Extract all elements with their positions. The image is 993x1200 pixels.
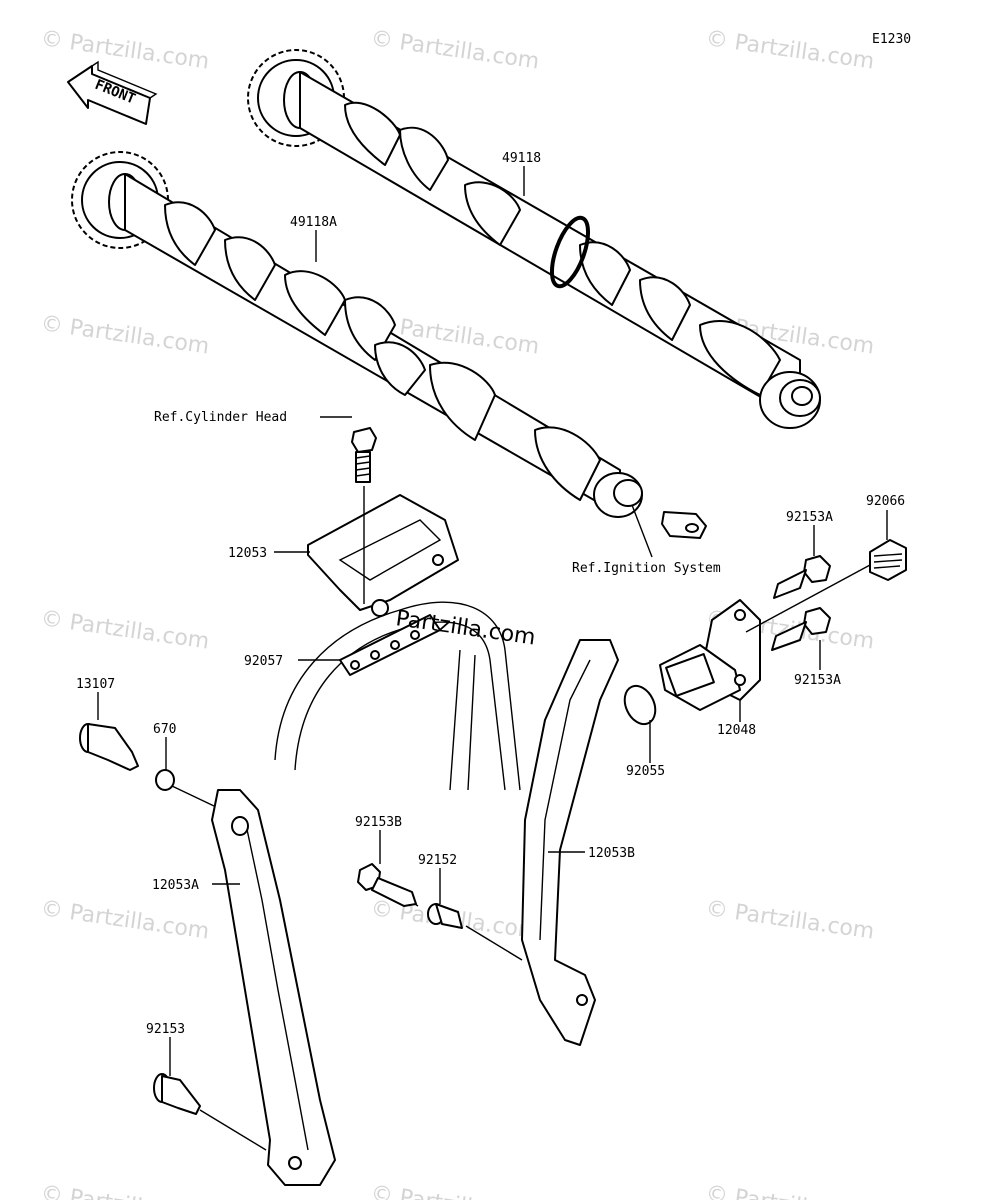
watermark: © Partzilla.com: [39, 606, 211, 654]
callout-ref-cylinder-head: Ref.Cylinder Head: [154, 410, 287, 425]
bolt-13107: [79, 723, 139, 771]
callout-labels: 49118 49118A Ref.Cylinder Head 12053 Ref…: [76, 151, 905, 1037]
chain-guide-left: [211, 789, 336, 1186]
center-watermark: Partzilla.com: [394, 606, 537, 650]
callout-12053: 12053: [228, 546, 267, 561]
callout-49118: 49118: [502, 151, 541, 166]
cap-bolt-92066: [869, 539, 907, 581]
watermark: © Partzilla.com: [39, 1181, 211, 1200]
chain-guide-top: [307, 494, 459, 617]
callout-92152: 92152: [418, 853, 457, 868]
callout-92066: 92066: [866, 494, 905, 509]
callout-92057: 92057: [244, 654, 283, 669]
o-ring-92055: [623, 684, 657, 726]
tensioner-bolt-lower: [771, 607, 831, 651]
leader-lines: [97, 166, 888, 1151]
diagram-code: E1230: [872, 32, 911, 47]
watermark: © Partzilla.com: [704, 896, 876, 944]
camshaft-exhaust: [247, 49, 821, 429]
bolt-92153b: [357, 863, 417, 907]
watermark: © Partzilla.com: [39, 26, 211, 74]
chain-tensioner: [659, 599, 761, 711]
collar-92152: [427, 903, 463, 929]
callout-92153a-top: 92153A: [786, 510, 833, 525]
callout-ref-ignition-system: Ref.Ignition System: [572, 561, 721, 576]
watermark: © Partzilla.com: [369, 1181, 541, 1200]
callout-49118a: 49118A: [290, 215, 337, 230]
callout-92153b: 92153B: [355, 815, 402, 830]
watermark: © Partzilla.com: [704, 26, 876, 74]
callout-670: 670: [153, 722, 176, 737]
timing-chain: [274, 601, 521, 791]
chain-guide-right: [521, 639, 619, 1046]
watermark: © Partzilla.com: [704, 1181, 876, 1200]
o-ring-670: [155, 769, 175, 791]
callout-12048: 12048: [717, 723, 756, 738]
ignition-rotor: [661, 511, 707, 539]
watermark: © Partzilla.com: [369, 26, 541, 74]
callout-92153: 92153: [146, 1022, 185, 1037]
callout-92153a-bottom: 92153A: [794, 673, 841, 688]
watermark: © Partzilla.com: [39, 311, 211, 359]
front-arrow-icon: FRONT: [67, 60, 158, 125]
callout-12053b: 12053B: [588, 846, 635, 861]
callout-13107: 13107: [76, 677, 115, 692]
callout-92055: 92055: [626, 764, 665, 779]
camshaft-intake: [71, 151, 643, 518]
cylinder-head-bolt: [351, 427, 377, 483]
callout-12053a: 12053A: [152, 878, 199, 893]
bolt-92153: [153, 1073, 201, 1115]
watermark: © Partzilla.com: [39, 896, 211, 944]
tensioner-bolt-upper: [773, 555, 831, 599]
